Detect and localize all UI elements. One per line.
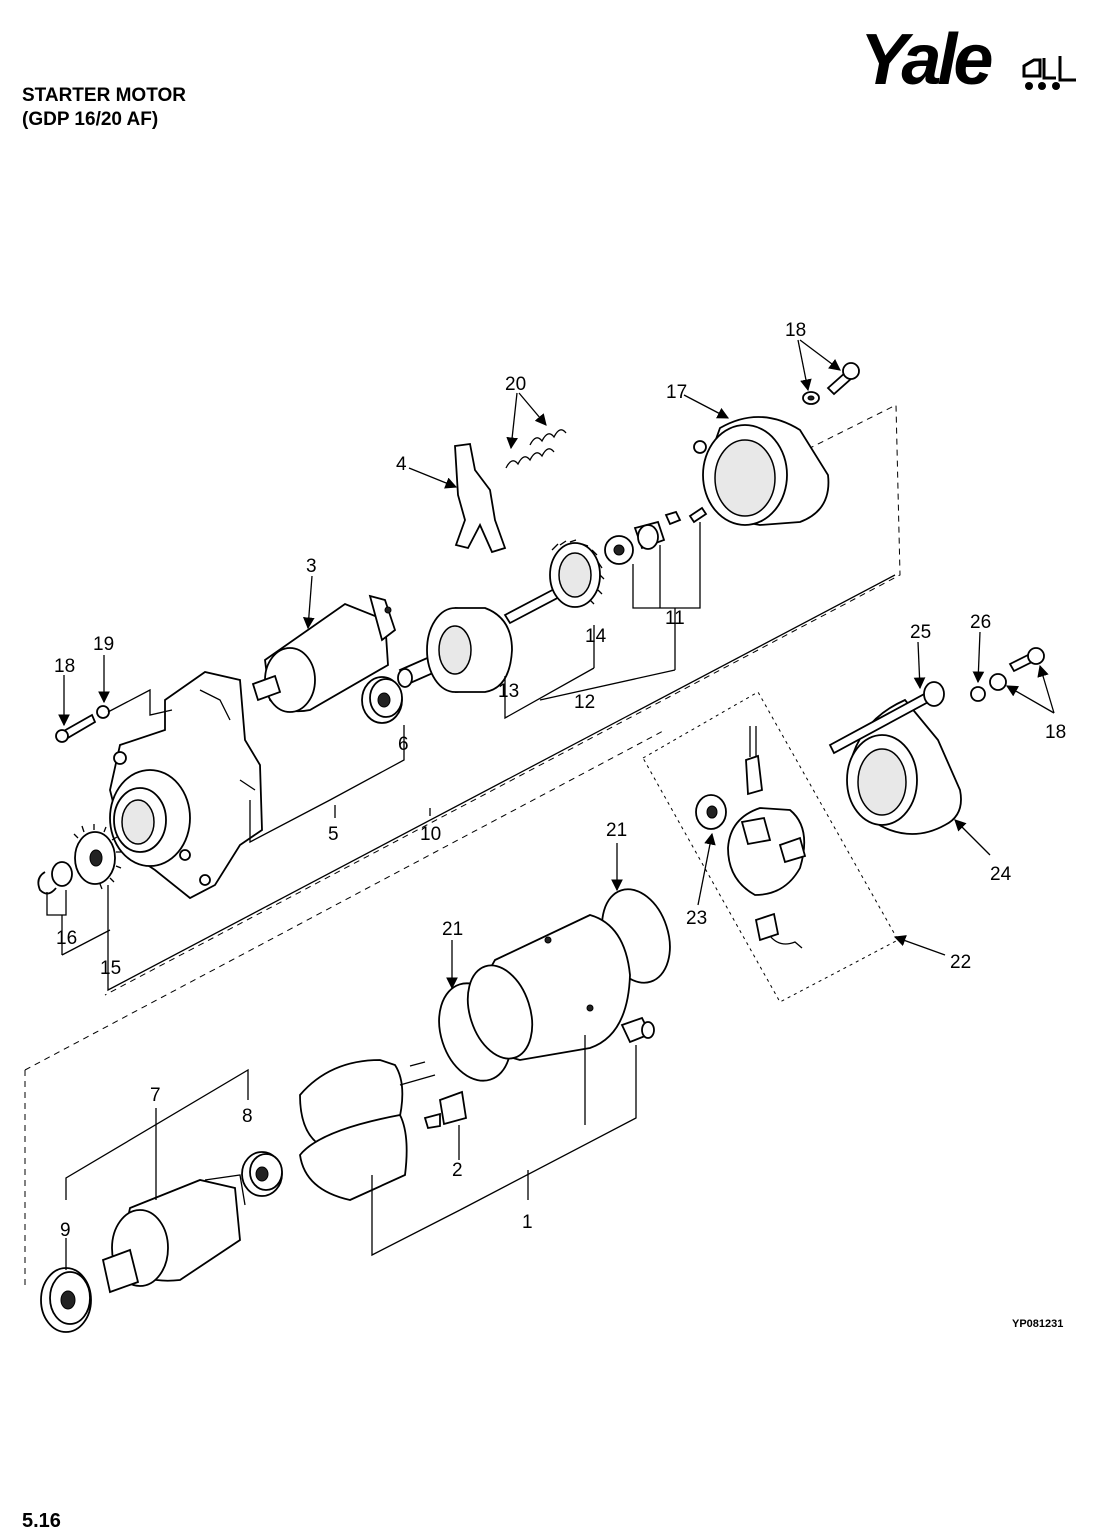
- title-line-2: (GDP 16/20 AF): [22, 109, 159, 130]
- callout-14: 14: [585, 626, 607, 647]
- part-bearing-9: [40, 1267, 92, 1333]
- callout-21-left: 21: [442, 919, 463, 940]
- callout-23: 23: [686, 908, 707, 929]
- part-bolt-top: [802, 362, 860, 405]
- yale-logo: Yale: [860, 20, 993, 100]
- callout-22: 22: [950, 952, 971, 973]
- callout-5: 5: [328, 824, 339, 845]
- part-drive-end-housing: [693, 416, 830, 526]
- callout-19: 19: [93, 634, 114, 655]
- callout-1: 1: [522, 1212, 533, 1233]
- figure-code: YP081231: [1012, 1318, 1064, 1330]
- callout-2: 2: [452, 1160, 463, 1181]
- callout-9: 9: [60, 1220, 71, 1241]
- part-yoke: [466, 914, 631, 1061]
- callout-13: 13: [498, 681, 519, 702]
- callout-15: 15: [100, 958, 121, 979]
- part-brush-holder-kit: [695, 726, 807, 949]
- callout-8: 8: [242, 1106, 253, 1127]
- callout-3: 3: [306, 556, 317, 577]
- callout-10: 10: [420, 824, 441, 845]
- part-pinion-gear: [73, 824, 122, 890]
- callout-12: 12: [574, 692, 595, 713]
- callout-4: 4: [396, 454, 407, 475]
- callout-7: 7: [150, 1085, 161, 1106]
- part-clutch-pinion-assembly: [397, 607, 513, 693]
- callout-25: 25: [910, 622, 931, 643]
- callout-6: 6: [398, 734, 409, 755]
- callout-18-left: 18: [54, 656, 75, 677]
- part-bushing-clip-screw: [604, 506, 708, 565]
- part-armature: [101, 1174, 246, 1294]
- page-number: 5.16: [22, 1510, 61, 1532]
- forklift-icon: [1022, 56, 1076, 90]
- part-bearing-6: [361, 676, 403, 724]
- part-solenoid: [251, 594, 397, 713]
- callout-18-right: 18: [1045, 722, 1066, 743]
- part-yoke-screw: [620, 1016, 655, 1044]
- part-field-coils: [299, 1059, 436, 1201]
- title-line-1: STARTER MOTOR: [22, 85, 186, 106]
- callout-labels: 18 20 17 4 3 11 14 13 12 18 19 6 5 10 16…: [54, 320, 1066, 1241]
- callout-20: 20: [505, 374, 526, 395]
- assembly-dashed-lines: [24, 404, 901, 1290]
- callout-11: 11: [665, 608, 685, 629]
- part-through-bolt: [828, 681, 945, 755]
- callout-18-top: 18: [785, 320, 806, 341]
- part-main-housing: [109, 671, 263, 900]
- part-shift-lever: [454, 442, 507, 554]
- part-bearing-8: [241, 1151, 283, 1197]
- part-commutator-end-frame: [846, 698, 962, 835]
- callout-24: 24: [990, 864, 1012, 885]
- part-snap-ring-washer: [37, 861, 73, 895]
- part-field-brush: [423, 1090, 468, 1130]
- leader-lines: [46, 339, 1055, 1270]
- part-bolt-right: [970, 647, 1045, 702]
- part-intermediate-shaft-gear: [503, 539, 605, 625]
- callout-16: 16: [56, 928, 77, 949]
- callout-21-right: 21: [606, 820, 627, 841]
- callout-26: 26: [970, 612, 991, 633]
- part-springs: [505, 429, 567, 469]
- callout-17: 17: [666, 382, 687, 403]
- part-bolt-left: [55, 705, 110, 743]
- page-title: STARTER MOTOR (GDP 16/20 AF): [22, 84, 186, 132]
